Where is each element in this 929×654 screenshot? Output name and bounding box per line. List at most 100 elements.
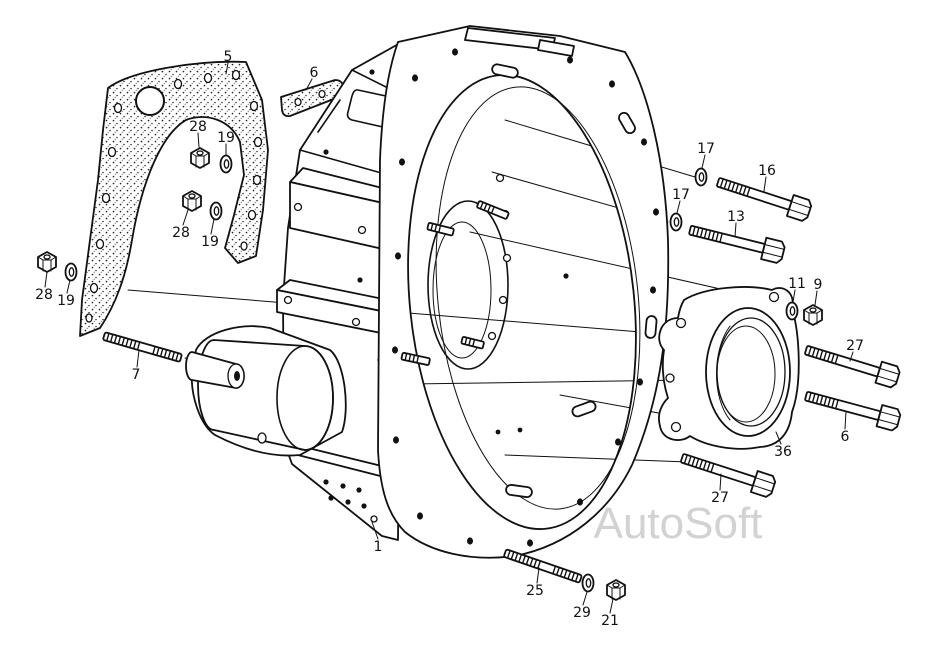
strip-hole <box>318 89 326 99</box>
callout-bolt-second: 13 <box>727 209 745 225</box>
starter-cylinder-end <box>276 345 334 451</box>
gasket-hole <box>253 136 263 148</box>
strip-hole <box>294 97 302 107</box>
housing-body-hole <box>369 69 375 75</box>
cover-lug-hole <box>768 291 780 303</box>
gasket-hole <box>89 282 99 294</box>
callouts: 5 6 28 19 28 19 28 19 7 17 16 17 13 11 9… <box>35 49 864 629</box>
bolt-second <box>686 218 787 265</box>
gasket-large-hole <box>135 86 165 116</box>
gasket-hole <box>113 102 123 114</box>
callout-washer-top: 17 <box>697 141 715 157</box>
nut-cover <box>803 304 823 326</box>
housing-stud <box>400 351 431 366</box>
callout-washer-upper: 19 <box>217 130 235 146</box>
callout-nut-cover: 9 <box>814 277 823 293</box>
gasket-hole <box>101 192 111 204</box>
callout-stud-bottom: 25 <box>526 583 544 599</box>
gasket-hole <box>203 72 213 84</box>
gasket-hole <box>173 78 183 90</box>
bolt-hole <box>412 74 418 82</box>
housing-body-hole <box>357 277 363 283</box>
callout-washer-cover: 11 <box>788 276 806 292</box>
stud-bottom <box>502 548 583 584</box>
washer-middle <box>209 201 223 221</box>
washer-top <box>694 167 708 187</box>
leader-lines <box>44 62 854 614</box>
callout-washer-bottom: 29 <box>573 605 591 621</box>
callout-nut-upper: 28 <box>189 119 207 135</box>
flange-slots <box>491 63 658 499</box>
gasket <box>79 60 269 337</box>
callout-nut-bottom: 21 <box>601 613 619 629</box>
callout-gasket: 5 <box>224 49 233 65</box>
gasket-plate <box>79 60 269 337</box>
gasket-hole <box>231 69 241 81</box>
housing-rib-upper <box>289 167 399 253</box>
bolt-hole <box>609 80 615 88</box>
cover-lug-hole <box>670 421 682 433</box>
washer-cover <box>785 301 799 321</box>
callout-washer-left: 19 <box>57 293 75 309</box>
housing-flange-ring <box>377 25 670 559</box>
bolt-hole <box>637 378 643 386</box>
bolt-hole <box>615 438 621 446</box>
stud-left <box>101 331 183 363</box>
gasket-hole <box>247 209 257 221</box>
gasket-hole <box>107 146 117 158</box>
bolt-hole <box>392 346 398 354</box>
housing-stud <box>460 336 485 350</box>
gasket-hole <box>252 174 262 186</box>
gasket-hole <box>249 100 259 112</box>
callout-nut-middle: 28 <box>172 225 190 241</box>
cover-lug-hole <box>665 373 675 383</box>
washer-left <box>64 262 78 282</box>
callout-gasket-strip: 6 <box>310 65 319 81</box>
cover <box>658 286 800 450</box>
bolt-hole <box>653 208 659 216</box>
watermark: AutoSoft <box>594 499 763 548</box>
nut-middle <box>182 190 202 212</box>
bolt-hole <box>395 252 401 260</box>
gasket-hole <box>85 313 93 323</box>
bolt-hole <box>650 286 656 294</box>
callout-housing: 1 <box>374 539 383 555</box>
bolt-hole <box>577 498 583 506</box>
bolt-hole <box>527 539 533 547</box>
starter-nose-bore <box>234 371 240 381</box>
callout-bolt-cover-upper: 27 <box>846 338 864 354</box>
nut-bottom <box>606 579 626 601</box>
callout-washer-middle: 19 <box>201 234 219 250</box>
nut-left <box>37 251 57 273</box>
bolt-hole <box>399 158 405 166</box>
bolt-hole <box>467 537 473 545</box>
bolt-hole <box>393 436 399 444</box>
housing-body-hole <box>323 149 329 155</box>
housing-stud <box>476 200 510 220</box>
washer-second <box>669 212 683 232</box>
callout-bolt-bottom: 27 <box>711 490 729 506</box>
bolt-hole <box>452 48 458 56</box>
callout-cover: 36 <box>774 444 792 460</box>
starter-lug-hole <box>257 432 267 444</box>
callout-bolt-cover-lower: 6 <box>841 429 850 445</box>
callout-nut-left: 28 <box>35 287 53 303</box>
flywheel-housing <box>276 25 670 559</box>
bolt-hole <box>417 512 423 520</box>
housing-inner-lip <box>435 86 641 510</box>
washer-bottom <box>581 573 595 593</box>
callout-bolt-top: 16 <box>758 163 776 179</box>
cover-lug-hole <box>675 317 687 329</box>
nut-upper <box>190 147 210 169</box>
gasket-hole <box>95 238 105 250</box>
callout-washer-second: 17 <box>672 187 690 203</box>
flange-bolt-holes <box>392 48 659 547</box>
housing-stud <box>426 222 455 237</box>
callout-stud-left: 7 <box>132 367 141 383</box>
housing-top-lug <box>537 39 575 57</box>
washer-upper <box>219 154 233 174</box>
gasket-hole <box>240 241 248 251</box>
starter-mounting-boss <box>185 325 347 457</box>
bolt-cover-lower <box>802 384 903 433</box>
